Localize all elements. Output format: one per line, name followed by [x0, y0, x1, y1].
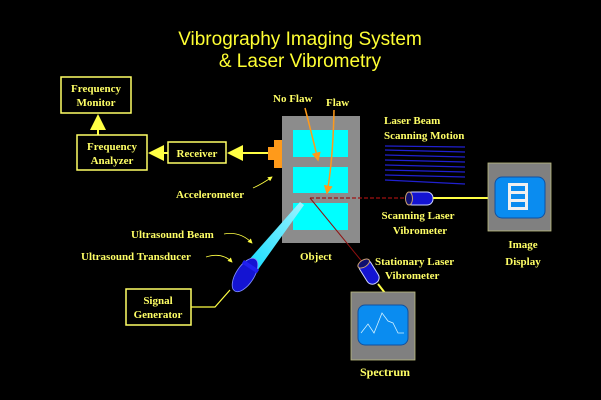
frequency-analyzer-label: Frequency [87, 141, 137, 153]
image-display-label: Image [508, 239, 537, 251]
frequency-analyzer-label-2: Analyzer [91, 155, 134, 167]
panel-2 [293, 167, 348, 193]
image-display-label-2: Display [505, 256, 541, 268]
laser-beam-label: Laser Beam [384, 115, 440, 127]
title-line-2: & Laser Vibrometry [219, 51, 382, 72]
signal-generator-cable [191, 289, 231, 308]
spectrum-display-icon [350, 291, 416, 361]
ultrasound-transducer-pointer [205, 254, 233, 263]
stationary-laser-vibrometer-label-2: Vibrometer [385, 270, 439, 282]
stationary-laser-vibrometer-label: Stationary Laser [375, 256, 454, 268]
signal-generator-label-2: Generator [134, 309, 183, 321]
frequency-monitor-box: Frequency Monitor [60, 76, 132, 114]
signal-generator-label: Signal [143, 295, 172, 307]
accelerometer-icon [268, 147, 274, 160]
ultrasound-beam-pointer [223, 233, 253, 244]
stationary-vibrometer-cable [377, 283, 386, 294]
scanning-lines [384, 145, 466, 185]
image-display-icon [487, 162, 552, 232]
ultrasound-beam-label: Ultrasound Beam [131, 229, 214, 241]
receiver-label: Receiver [177, 148, 218, 160]
stationary-laser-vibrometer-icon [357, 258, 380, 285]
flaw-label: Flaw [326, 97, 349, 109]
accelerometer-label: Accelerometer [176, 189, 244, 201]
no-flaw-label: No Flaw [273, 93, 312, 105]
frequency-monitor-label: Frequency [71, 83, 121, 95]
frequency-monitor-label-2: Monitor [76, 97, 115, 109]
scanning-laser-vibrometer-label-2: Vibrometer [393, 225, 447, 237]
scanning-laser-vibrometer-icon [405, 191, 434, 206]
accelerometer-pointer [252, 176, 273, 189]
object [282, 116, 360, 243]
stationary-laser-beam [309, 197, 365, 265]
no-flaw-pointer [304, 107, 321, 162]
spectrum-label: Spectrum [360, 365, 410, 379]
ultrasound-transducer-icon [231, 257, 260, 293]
signal-generator-box: Signal Generator [125, 288, 192, 326]
scanning-motion-label: Scanning Motion [384, 130, 464, 142]
panel-1 [293, 130, 348, 157]
object-label: Object [300, 251, 332, 263]
ultrasound-transducer-label: Ultrasound Transducer [81, 251, 191, 263]
receiver-box: Receiver [167, 141, 227, 164]
frequency-analyzer-box: Frequency Analyzer [76, 134, 148, 171]
scanning-laser-vibrometer-label: Scanning Laser [381, 210, 454, 222]
accelerometer-base [274, 140, 282, 168]
flaw-pointer [323, 109, 335, 195]
ultrasound-beam [240, 202, 304, 278]
title-line-1: Vibrography Imaging System [178, 29, 422, 50]
